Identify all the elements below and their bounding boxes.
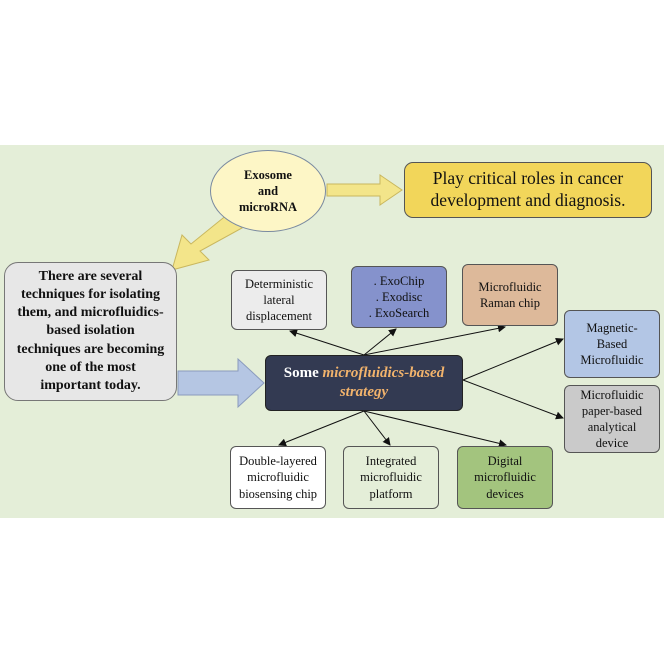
magnetic-label: Magnetic- Based Microfluidic [580,320,644,368]
connector-to-magnetic [462,337,564,381]
roles-node: Play critical roles in cancer developmen… [404,162,652,218]
raman-label: Microfluidic Raman chip [478,279,542,310]
arrow-techniques-to-strategy [177,357,265,409]
techniques-node: There are several techniques for isolati… [4,262,177,401]
exochip-node: . ExoChip . Exodisc . ExoSearch [351,266,447,328]
paper-label: Microfluidic paper-based analytical devi… [580,387,644,451]
strategy-highlight: microfluidics-based strategy [322,364,445,401]
techniques-label: There are several techniques for isolati… [16,268,165,393]
integrated-label: Integrated microfluidic platform [360,454,422,501]
exochip-label: . ExoChip . Exodisc . ExoSearch [368,273,430,321]
connector-to-raman [363,324,506,356]
magnetic-node: Magnetic- Based Microfluidic [564,310,660,378]
digital-label: Digital microfluidic devices [474,454,536,501]
strategy-prefix: Some [283,364,323,381]
digital-node: Digital microfluidic devices [457,446,553,509]
dld-label: Deterministic lateral displacement [244,276,314,324]
paper-node: Microfluidic paper-based analytical devi… [564,385,660,453]
connector-to-paper [462,379,564,420]
strategy-node: Some microfluidics-based strategy [265,355,463,411]
arrow-exosome-to-techniques [171,213,243,271]
connector-to-double [278,410,365,447]
strategy-label: Some microfluidics-based strategy [284,364,444,403]
integrated-node: Integrated microfluidic platform [343,446,439,509]
exosome-label: Exosome and microRNA [238,167,298,215]
connector-to-dld [289,329,365,356]
dld-node: Deterministic lateral displacement [231,270,327,330]
connector-to-digital [363,410,507,448]
connector-to-exochip [363,328,397,356]
connector-to-integrated [363,410,391,446]
arrow-exosome-to-roles [326,174,403,206]
exosome-node: Exosome and microRNA [210,150,326,232]
double-layered-label: Double-layered microfluidic biosensing c… [238,454,318,501]
double-layered-node: Double-layered microfluidic biosensing c… [230,446,326,509]
raman-node: Microfluidic Raman chip [462,264,558,326]
roles-label: Play critical roles in cancer developmen… [430,168,626,210]
